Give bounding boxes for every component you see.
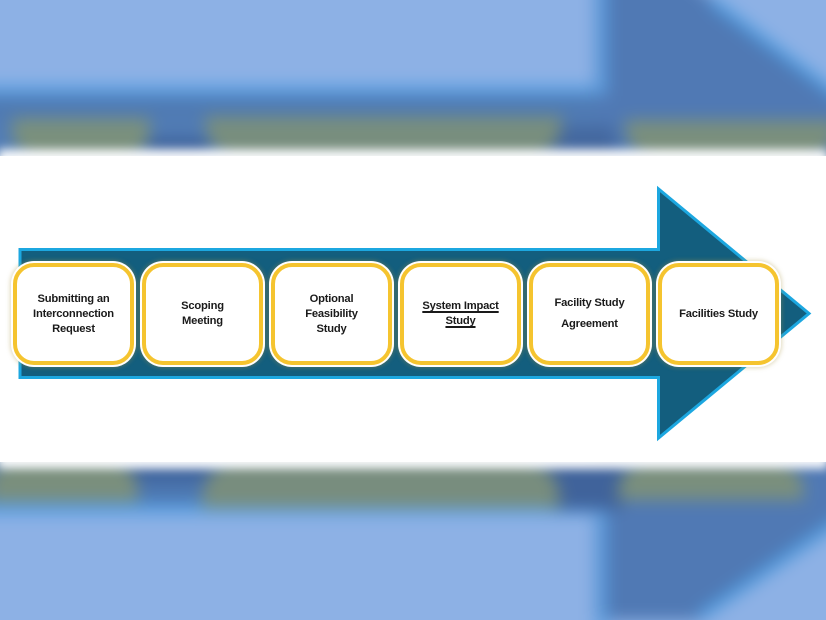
- background-arrowhead-base-edge-top: [597, 0, 607, 96]
- step-box-optional-feasibility-study: Optional Feasibility Study: [271, 263, 392, 365]
- step-box-submitting-interconnection-request: Submitting an Interconnection Request: [13, 263, 134, 365]
- background-arrowhead-base-edge-bottom: [597, 505, 607, 620]
- background-box-blob: [202, 456, 560, 508]
- background-box-blob: [0, 456, 138, 502]
- background-arrow-top-edge: [0, 85, 606, 98]
- step-box-facilities-study: Facilities Study: [658, 263, 779, 365]
- step-label: Scoping Meeting: [181, 300, 224, 327]
- step-label: Facility Study Agreement: [554, 297, 625, 330]
- step-label: Submitting an Interconnection Request: [33, 292, 114, 335]
- step-label: Optional Feasibility Study: [305, 292, 358, 335]
- background-box-blob: [618, 458, 804, 500]
- step-label: System Impact Study: [422, 300, 499, 327]
- step-label: Facilities Study: [679, 307, 758, 320]
- background-box-gap: [128, 458, 212, 480]
- step-box-system-impact-study: System Impact Study: [400, 263, 521, 365]
- step-box-scoping-meeting: Scoping Meeting: [142, 263, 263, 365]
- step-box-facility-study-agreement: Facility Study Agreement: [529, 263, 650, 365]
